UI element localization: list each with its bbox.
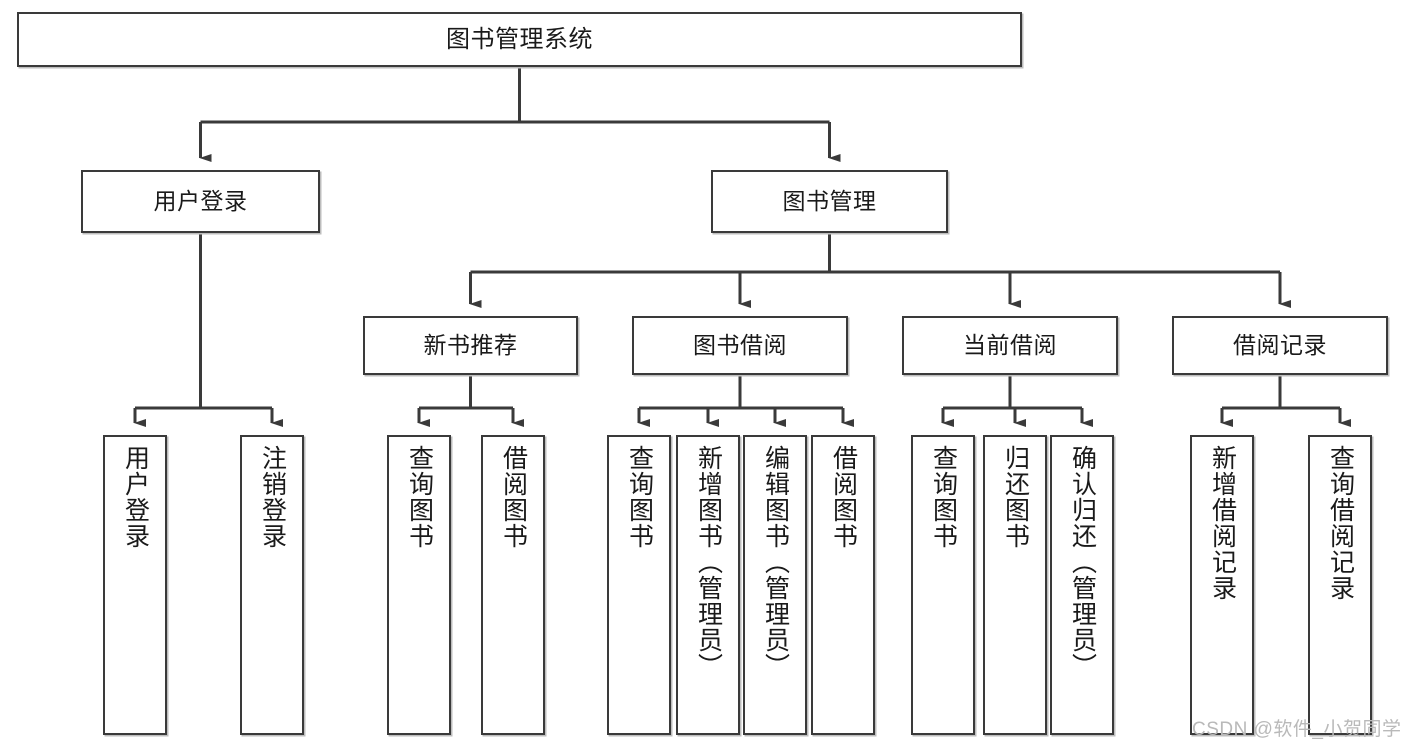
node-leaf-add-book[interactable]: 新增图书（管理员） — [676, 435, 740, 735]
node-label: 图书管理系统 — [446, 25, 593, 53]
node-label: 查询图书 — [625, 445, 654, 549]
node-current-borrow[interactable]: 当前借阅 — [902, 316, 1118, 375]
node-label: 当前借阅 — [963, 332, 1057, 359]
node-label: 借阅记录 — [1233, 332, 1327, 359]
node-leaf-user-login[interactable]: 用户登录 — [103, 435, 167, 735]
node-leaf-user-logout[interactable]: 注销登录 — [240, 435, 304, 735]
node-leaf-query-record[interactable]: 查询借阅记录 — [1308, 435, 1372, 735]
node-label: 确认归还（管理员） — [1068, 445, 1097, 679]
node-leaf-query-book-3[interactable]: 查询图书 — [911, 435, 975, 735]
node-leaf-return-book[interactable]: 归还图书 — [983, 435, 1047, 735]
node-label: 新增图书（管理员） — [694, 445, 723, 679]
node-borrow-record[interactable]: 借阅记录 — [1172, 316, 1388, 375]
node-leaf-query-book-2[interactable]: 查询图书 — [607, 435, 671, 735]
node-leaf-borrow-book-2[interactable]: 借阅图书 — [811, 435, 875, 735]
node-user-login[interactable]: 用户登录 — [81, 170, 320, 233]
node-leaf-borrow-book-1[interactable]: 借阅图书 — [481, 435, 545, 735]
node-book-borrow[interactable]: 图书借阅 — [632, 316, 848, 375]
node-label: 查询借阅记录 — [1326, 445, 1355, 601]
node-book-manage[interactable]: 图书管理 — [711, 170, 948, 233]
node-label: 注销登录 — [258, 445, 287, 549]
node-label: 借阅图书 — [499, 445, 528, 549]
node-root[interactable]: 图书管理系统 — [17, 12, 1022, 67]
node-label: 用户登录 — [121, 445, 150, 549]
csdn-watermark: CSDN @软件_小贺同学 — [1192, 719, 1402, 740]
node-label: 归还图书 — [1001, 445, 1030, 549]
node-label: 用户登录 — [153, 188, 248, 215]
node-label: 借阅图书 — [829, 445, 858, 549]
node-label: 新书推荐 — [423, 332, 518, 359]
node-leaf-query-book-1[interactable]: 查询图书 — [387, 435, 451, 735]
node-leaf-edit-book[interactable]: 编辑图书（管理员） — [743, 435, 807, 735]
node-new-book-rec[interactable]: 新书推荐 — [363, 316, 578, 375]
node-label: 图书管理 — [782, 188, 877, 215]
node-label: 查询图书 — [405, 445, 434, 549]
node-leaf-add-record[interactable]: 新增借阅记录 — [1190, 435, 1254, 735]
node-label: 编辑图书（管理员） — [761, 445, 790, 679]
node-label: 图书借阅 — [693, 332, 787, 359]
node-label: 查询图书 — [929, 445, 958, 549]
node-label: 新增借阅记录 — [1208, 445, 1237, 601]
node-leaf-confirm-return[interactable]: 确认归还（管理员） — [1050, 435, 1114, 735]
